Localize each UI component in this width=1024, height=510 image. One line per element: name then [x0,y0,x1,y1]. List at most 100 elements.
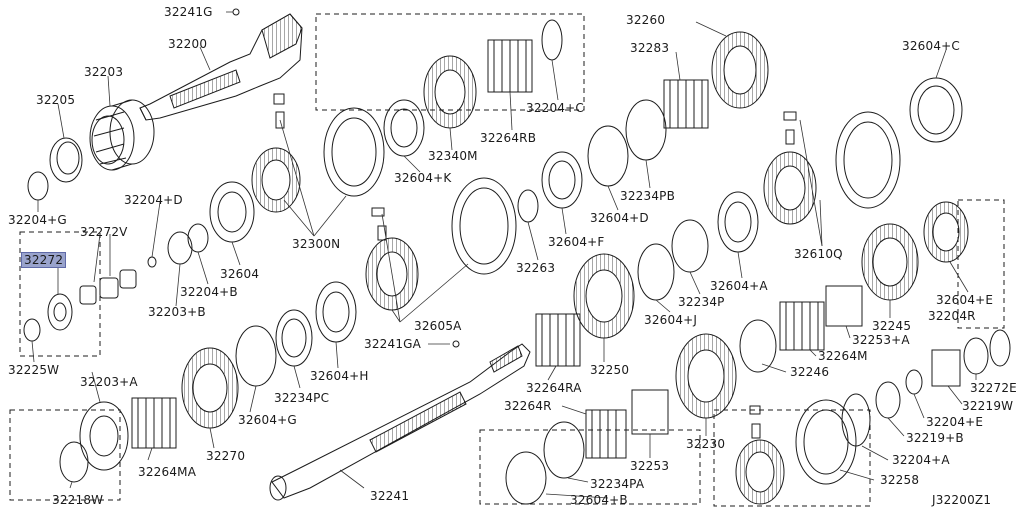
label-32203[interactable]: 32203 [84,65,124,79]
main-shaft [269,343,531,501]
snap-ring-marker-2 [452,340,460,348]
label-32605a[interactable]: 32605A [414,319,462,333]
synchro-ring-32604d [587,125,629,187]
snap-ring-marker [232,8,240,16]
sleeve-32610q [835,111,901,209]
label-32204d[interactable]: 32204+D [124,193,183,207]
label-32200[interactable]: 32200 [168,37,208,51]
spacer-32253 [631,389,669,435]
label-32604b[interactable]: 32604+B [570,493,628,507]
cone-32234pa [543,421,585,479]
bearing-32219w [931,349,961,387]
synchro-ring-32604b [505,451,547,505]
label-32263[interactable]: 32263 [516,261,556,275]
label-32225w[interactable]: 32225W [8,363,60,377]
label-32604k[interactable]: 32604+K [394,171,452,185]
ring-32205 [49,137,83,183]
label-32604h[interactable]: 32604+H [310,369,369,383]
label-32272e[interactable]: 32272E [970,381,1017,395]
label-32234pc[interactable]: 32234PC [274,391,330,405]
ring-32219b [875,381,901,419]
label-32253[interactable]: 32253 [630,459,670,473]
label-32218w[interactable]: 32218W [52,493,104,507]
label-32604j[interactable]: 32604+J [644,313,698,327]
label-32604a[interactable]: 32604+A [710,279,768,293]
sleeve-32300n [323,107,385,197]
label-32604c[interactable]: 32604+C [902,39,961,53]
label-32203b[interactable]: 32203+B [148,305,206,319]
snap-ring-32204c [541,19,563,61]
label-32246[interactable]: 32246 [790,365,830,379]
label-32241ga[interactable]: 32241GA [364,337,422,351]
label-32340m[interactable]: 32340M [428,149,478,163]
washer-32225w [23,318,41,342]
label-32604g[interactable]: 32604+G [238,413,297,427]
snap-ring-32204e [905,369,923,395]
synchro-ring-32604 [209,181,255,243]
cone-32234pc [275,309,313,367]
label-32604e[interactable]: 32604+E [936,293,994,307]
cone-32234p [671,219,709,273]
sleeve-32258 [795,399,857,485]
snap-ring-32204g [27,171,49,201]
cone-32234pb [625,99,667,161]
label-32283[interactable]: 32283 [630,41,670,55]
diagram-reference-code: J32200Z1 [932,493,992,507]
label-32300n[interactable]: 32300N [292,237,341,251]
label-32250[interactable]: 32250 [590,363,630,377]
bearing-32203 [89,99,155,171]
label-32260[interactable]: 32260 [626,13,666,27]
needle-bearing-32264r [585,409,627,459]
label-32234pb[interactable]: 32234PB [620,189,676,203]
label-32604f[interactable]: 32604+F [548,235,605,249]
synchro-ring-32604j [637,243,675,301]
label-32610q[interactable]: 32610Q [794,247,843,261]
ring-32263 [517,189,539,223]
bearing-32203a [79,401,129,471]
label-32241g[interactable]: 32241G [164,5,213,19]
synchro-ring-32604h [315,281,357,343]
label-32203a[interactable]: 32203+A [80,375,138,389]
spacer-32272v [79,256,157,305]
label-32604d[interactable]: 32604+D [590,211,649,225]
label-32245[interactable]: 32245 [872,319,912,333]
washer-32272e [963,337,989,375]
sleeve-32605a [451,177,517,275]
label-32604[interactable]: 32604 [220,267,260,281]
label-32205[interactable]: 32205 [36,93,76,107]
label-32204b[interactable]: 32204+B [180,285,238,299]
label-32272-highlighted[interactable]: 32272 [21,252,67,268]
label-32264r[interactable]: 32264R [504,399,552,413]
synchro-ring-32604a [717,191,759,253]
label-32204r[interactable]: 32204R [928,309,976,323]
input-shaft [139,13,303,121]
label-32234pa[interactable]: 32234PA [590,477,645,491]
washer-32218w [59,441,89,483]
synchro-ring-32604f [541,151,583,209]
label-32219b[interactable]: 32219+B [906,431,964,445]
bearing-32272 [47,293,73,331]
snap-ring-32204r [989,329,1011,367]
label-32219w[interactable]: 32219W [962,399,1014,413]
synchro-ring-32604g [235,325,277,387]
label-32204g[interactable]: 32204+G [8,213,67,227]
label-32230[interactable]: 32230 [686,437,726,451]
label-32264rb[interactable]: 32264RB [480,131,537,145]
label-32234p[interactable]: 32234P [678,295,725,309]
label-32258[interactable]: 32258 [880,473,920,487]
label-32253a[interactable]: 32253+A [852,333,910,347]
label-32204a[interactable]: 32204+A [892,453,950,467]
label-32264ma[interactable]: 32264MA [138,465,197,479]
label-32241[interactable]: 32241 [370,489,410,503]
label-32204e[interactable]: 32204+E [926,415,984,429]
spacer-32253a [825,285,863,327]
synchro-ring-32604k [383,99,425,157]
label-32270[interactable]: 32270 [206,449,246,463]
washer-32246 [739,319,777,373]
label-32204c[interactable]: 32204+C [526,101,585,115]
label-32264m[interactable]: 32264M [818,349,868,363]
leader-lines [31,11,977,499]
label-32264ra[interactable]: 32264RA [526,381,582,395]
label-32272v[interactable]: 32272V [80,225,128,239]
